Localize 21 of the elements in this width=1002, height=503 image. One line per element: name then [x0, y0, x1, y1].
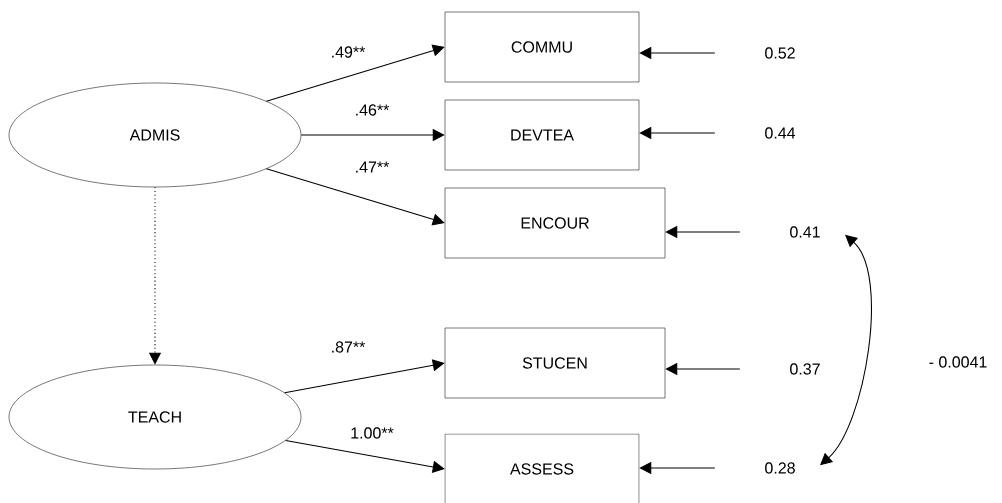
curved-arrow: [820, 234, 872, 466]
error-value: 0.37: [790, 363, 820, 375]
edge-label: 1.00**: [351, 427, 394, 439]
arrow: [285, 439, 445, 473]
edge-label: .87**: [332, 341, 366, 353]
variable-box: ENCOUR: [444, 187, 666, 259]
edge-label: - 0.0041: [929, 356, 987, 368]
arrow: [265, 168, 445, 226]
arrow: [284, 359, 445, 394]
arrow: [265, 44, 445, 102]
edge-label: .49**: [332, 46, 366, 58]
variable-box: COMMU: [444, 11, 640, 83]
variable-box: ASSESS: [444, 433, 640, 503]
error-value: 0.28: [765, 462, 795, 474]
edge-label: .46**: [356, 104, 390, 116]
edge-label: .47**: [356, 161, 390, 173]
error-value: 0.41: [790, 226, 820, 238]
variable-box: DEVTEA: [444, 99, 640, 171]
error-value: 0.44: [765, 127, 796, 139]
variable-box: STUCEN: [444, 327, 666, 399]
error-value: 0.52: [765, 47, 795, 59]
